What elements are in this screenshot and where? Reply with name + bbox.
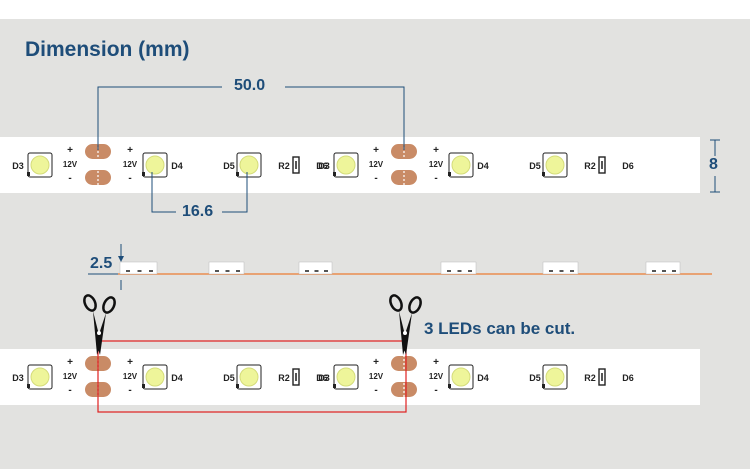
led-label-d6: D6 <box>622 161 634 171</box>
voltage-label: 12V <box>63 160 78 169</box>
led-emitter <box>239 367 259 387</box>
led-emitter <box>145 155 165 175</box>
led-label-d4: D4 <box>171 161 183 171</box>
scissors-icon <box>389 294 422 355</box>
spacing-dimension-line-right <box>222 172 248 213</box>
led-label-d6: D6 <box>316 373 328 383</box>
led-label-d5: D5 <box>223 373 235 383</box>
resistor-label-r2: R2 <box>584 161 596 171</box>
width-dimension <box>710 139 720 193</box>
voltage-label: 12V <box>123 160 138 169</box>
voltage-label: 12V <box>369 160 384 169</box>
polarity-plus: + <box>67 145 73 156</box>
resistor-label-r2: R2 <box>584 373 596 383</box>
page-title: Dimension (mm) <box>25 38 190 61</box>
polarity-minus: - <box>434 385 437 396</box>
led-label-d5: D5 <box>223 161 235 171</box>
led-label-d4: D4 <box>171 373 183 383</box>
led-label-d3: D3 <box>318 373 330 383</box>
polarity-plus: + <box>433 357 439 368</box>
led-profile <box>645 261 681 275</box>
led-label-d5: D5 <box>529 161 541 171</box>
led-profile <box>208 261 245 275</box>
resistor-label-r2: R2 <box>278 161 290 171</box>
cut-section-box <box>97 340 407 413</box>
led-emitter <box>451 367 471 387</box>
voltage-label: 12V <box>429 160 444 169</box>
polarity-minus: - <box>434 173 437 184</box>
side-profile <box>88 244 712 290</box>
pitch-dimension-line-left <box>97 86 222 150</box>
polarity-minus: - <box>68 173 71 184</box>
voltage-label: 12V <box>369 372 384 381</box>
led-label-d6: D6 <box>316 161 328 171</box>
led-label-d4: D4 <box>477 161 489 171</box>
led-emitter <box>30 155 50 175</box>
led-emitter <box>336 367 356 387</box>
spacing-dimension-label: 16.6 <box>182 203 214 220</box>
led-emitter <box>545 367 565 387</box>
led-label-d5: D5 <box>529 373 541 383</box>
solder-pad <box>391 382 417 397</box>
led-emitter <box>451 155 471 175</box>
voltage-label: 12V <box>429 372 444 381</box>
scissors-icon <box>83 294 116 355</box>
polarity-plus: + <box>127 145 133 156</box>
led-label-d4: D4 <box>477 373 489 383</box>
pitch-dimension-line-right <box>285 86 405 150</box>
cut-note: 3 LEDs can be cut. <box>424 319 576 338</box>
led-profile <box>542 261 579 275</box>
polarity-minus: - <box>128 173 131 184</box>
polarity-plus: + <box>67 357 73 368</box>
led-label-d3: D3 <box>12 161 24 171</box>
led-emitter <box>30 367 50 387</box>
led-label-d6: D6 <box>622 373 634 383</box>
pitch-dimension-label: 50.0 <box>234 77 266 94</box>
voltage-label: 12V <box>63 372 78 381</box>
led-emitter <box>336 155 356 175</box>
led-profile <box>440 261 477 275</box>
polarity-plus: + <box>373 145 379 156</box>
polarity-minus: - <box>128 385 131 396</box>
polarity-plus: + <box>433 145 439 156</box>
polarity-plus: + <box>373 357 379 368</box>
led-label-d3: D3 <box>12 373 24 383</box>
led-emitter <box>545 155 565 175</box>
width-dimension-label: 8 <box>709 156 718 173</box>
top-bar <box>0 0 750 19</box>
solder-pad <box>85 170 111 185</box>
polarity-minus: - <box>374 173 377 184</box>
thickness-dimension-label: 2.5 <box>90 255 113 272</box>
resistor-label-r2: R2 <box>278 373 290 383</box>
led-profile <box>298 261 333 275</box>
led-profile <box>119 261 158 275</box>
voltage-label: 12V <box>123 372 138 381</box>
polarity-minus: - <box>68 385 71 396</box>
polarity-minus: - <box>374 385 377 396</box>
led-label-d3: D3 <box>318 161 330 171</box>
led-emitter <box>239 155 259 175</box>
polarity-plus: + <box>127 357 133 368</box>
led-emitter <box>145 367 165 387</box>
solder-pad <box>391 170 417 185</box>
spacing-dimension-line-left <box>151 172 176 213</box>
